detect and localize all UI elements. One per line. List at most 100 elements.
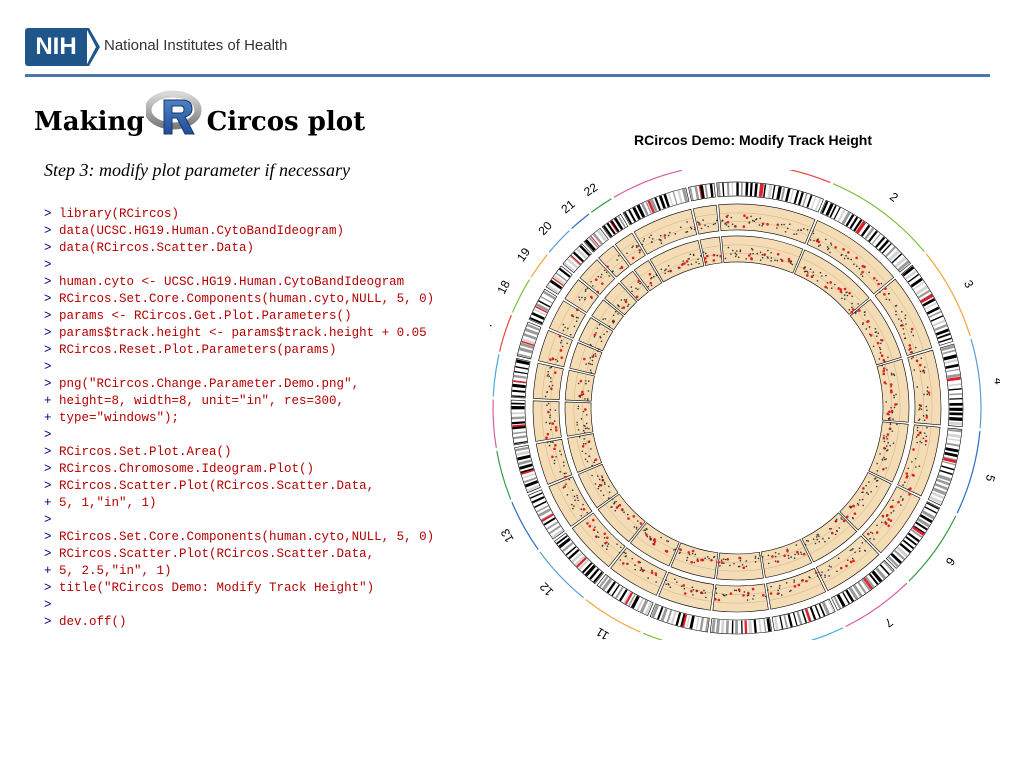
cytoband bbox=[610, 220, 620, 233]
scatter-point bbox=[649, 281, 652, 285]
cytoband bbox=[741, 620, 743, 634]
code-text: 5, 1,"in", 1) bbox=[51, 496, 157, 510]
scatter-point bbox=[846, 559, 849, 562]
cytoband bbox=[829, 205, 837, 218]
scatter-point bbox=[864, 550, 866, 552]
cytoband bbox=[930, 315, 944, 322]
track-gridline bbox=[553, 440, 565, 478]
scatter-point bbox=[851, 302, 853, 305]
chromosome-highlight bbox=[613, 170, 682, 198]
cytoband bbox=[771, 185, 776, 199]
scatter-point bbox=[600, 490, 602, 492]
track-gridline bbox=[874, 494, 913, 547]
scatter-point bbox=[670, 269, 672, 272]
track-gridline bbox=[769, 583, 822, 601]
scatter-point bbox=[891, 411, 894, 414]
code-text: data(RCircos.Scatter.Data) bbox=[51, 241, 255, 255]
cytoband bbox=[801, 610, 807, 623]
centromere bbox=[521, 469, 535, 475]
scatter-point bbox=[876, 341, 880, 345]
scatter-point bbox=[546, 441, 549, 444]
scatter-point bbox=[580, 508, 583, 510]
scatter-point bbox=[742, 225, 746, 228]
scatter-track-sector bbox=[567, 433, 603, 473]
scatter-point bbox=[857, 504, 860, 506]
scatter-point bbox=[761, 222, 765, 226]
scatter-point bbox=[852, 559, 855, 563]
scatter-point bbox=[809, 239, 812, 241]
scatter-track-sector bbox=[532, 400, 562, 442]
scatter-point bbox=[731, 223, 734, 225]
cytoband bbox=[924, 302, 937, 310]
scatter-point bbox=[572, 507, 574, 510]
scatter-point bbox=[920, 408, 923, 411]
cytoband bbox=[945, 363, 959, 369]
scatter-point bbox=[550, 380, 552, 383]
scatter-point bbox=[926, 409, 928, 412]
scatter-point bbox=[592, 528, 596, 532]
scatter-point bbox=[641, 568, 643, 571]
scatter-point bbox=[578, 299, 581, 301]
track-gridline bbox=[610, 259, 624, 271]
scatter-point bbox=[553, 462, 556, 465]
scatter-point bbox=[643, 238, 645, 240]
scatter-point bbox=[611, 506, 613, 508]
cytoband bbox=[565, 546, 577, 556]
scatter-point bbox=[917, 433, 920, 437]
scatter-point bbox=[674, 578, 676, 581]
scatter-point bbox=[752, 252, 754, 255]
cytoband bbox=[511, 416, 525, 420]
scatter-point bbox=[643, 569, 645, 571]
scatter-point bbox=[650, 284, 653, 287]
scatter-point bbox=[804, 270, 807, 273]
scatter-point bbox=[861, 323, 864, 326]
scatter-point bbox=[774, 555, 777, 558]
scatter-point bbox=[885, 435, 888, 438]
scatter-point bbox=[658, 238, 661, 241]
scatter-point bbox=[878, 291, 881, 293]
centromere bbox=[521, 340, 535, 346]
scatter-point bbox=[926, 393, 929, 396]
scatter-point bbox=[819, 244, 822, 246]
cytoband bbox=[821, 200, 829, 214]
cytoband bbox=[821, 601, 830, 615]
scatter-point bbox=[783, 554, 786, 558]
scatter-point bbox=[586, 511, 589, 514]
scatter-point bbox=[885, 298, 888, 301]
scatter-point bbox=[922, 437, 925, 440]
cytoband bbox=[619, 589, 628, 602]
track-gridline bbox=[593, 272, 610, 290]
scatter-point bbox=[587, 390, 590, 392]
cytoband bbox=[548, 525, 561, 535]
scatter-point bbox=[767, 249, 769, 252]
scatter-point bbox=[871, 532, 874, 535]
scatter-point bbox=[549, 414, 551, 417]
cytoband bbox=[827, 599, 835, 613]
scatter-point bbox=[751, 249, 754, 251]
scatter-point bbox=[580, 514, 583, 517]
scatter-point bbox=[883, 381, 887, 384]
chromosome-label: 19 bbox=[514, 245, 533, 264]
scatter-point bbox=[889, 421, 892, 424]
cytoband bbox=[885, 246, 896, 258]
scatter-point bbox=[887, 418, 890, 420]
cytoband bbox=[628, 594, 636, 607]
scatter-point bbox=[858, 267, 861, 270]
code-text: RCircos.Set.Core.Components(human.cyto,N… bbox=[51, 292, 435, 306]
chromosome-label: 21 bbox=[558, 197, 577, 217]
cytoband bbox=[555, 272, 568, 282]
track-gridline bbox=[696, 222, 719, 226]
scatter-point bbox=[749, 253, 752, 255]
cytoband bbox=[753, 619, 757, 633]
cytoband bbox=[736, 182, 739, 196]
scatter-point bbox=[696, 559, 700, 563]
scatter-point bbox=[561, 345, 564, 348]
scatter-point bbox=[560, 356, 564, 359]
scatter-point bbox=[617, 304, 619, 306]
track-gridline bbox=[541, 365, 547, 399]
scatter-point bbox=[683, 587, 686, 590]
scatter-point bbox=[751, 587, 755, 591]
scatter-point bbox=[742, 566, 746, 570]
scatter-point bbox=[688, 258, 690, 260]
scatter-point bbox=[585, 382, 587, 385]
